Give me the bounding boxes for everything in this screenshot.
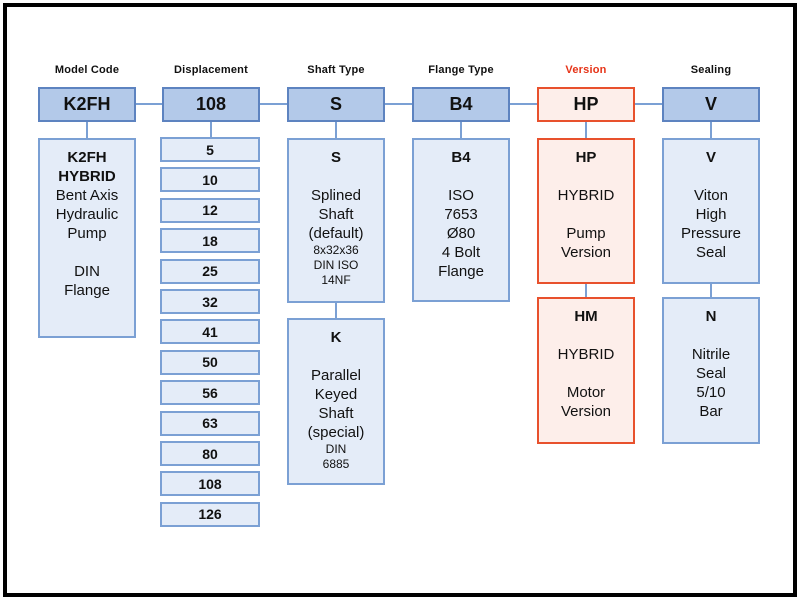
displacement-header-box: 108 <box>162 87 260 122</box>
model-code-body: Bent Axis Hydraulic Pump DIN Flange <box>55 187 119 299</box>
connector-v-displacement <box>210 122 212 138</box>
model-code-title: K2FH HYBRID <box>58 149 116 185</box>
displacement-option: 63 <box>160 410 260 436</box>
sealing-viton-box: V Viton High Pressure Seal <box>662 138 760 284</box>
shaft-keyed-code: K <box>330 329 342 346</box>
shaft-splined-code: S <box>330 149 341 166</box>
connector-v-sealing <box>710 122 712 138</box>
shaft-keyed-standard: DIN 6885 <box>322 442 350 471</box>
version-hm-body: HYBRID Motor Version <box>557 346 615 420</box>
column-label-shaft-type: Shaft Type <box>307 64 365 76</box>
column-label-model-code: Model Code <box>54 64 120 76</box>
connector-h-1 <box>136 103 162 105</box>
connector-v-flange <box>460 122 462 138</box>
connector-h-2 <box>260 103 287 105</box>
displacement-option: 80 <box>160 441 260 466</box>
version-hm-code: HM <box>574 308 598 325</box>
displacement-option: 41 <box>160 319 260 345</box>
connector-v-version-hphm <box>585 284 587 297</box>
displacement-option: 126 <box>160 501 260 527</box>
shaft-keyed-body: Parallel Keyed Shaft (special) <box>307 367 365 441</box>
flange-b4-code: B4 <box>451 149 471 166</box>
sealing-nitrile-code: N <box>705 308 717 325</box>
model-code-header-box: K2FH <box>38 87 136 122</box>
version-header-box: HP <box>537 87 635 122</box>
shaft-splined-body: Splined Shaft (default) <box>308 187 364 242</box>
shaft-keyed-box: K Parallel Keyed Shaft (special) DIN 688… <box>287 318 385 485</box>
connector-v-model <box>86 122 88 138</box>
displacement-option: 18 <box>160 228 260 254</box>
connector-v-shaft <box>335 122 337 138</box>
column-label-flange-type: Flange Type <box>428 64 494 76</box>
displacement-option: 50 <box>160 349 260 375</box>
version-hp-code: HP <box>575 149 597 166</box>
displacement-option: 108 <box>160 471 260 497</box>
sealing-nitrile-body: Nitrile Seal 5/10 Bar <box>691 346 731 420</box>
displacement-option: 10 <box>160 167 260 193</box>
sealing-header-box: V <box>662 87 760 122</box>
displacement-option: 32 <box>160 289 260 314</box>
shaft-splined-standard: 8x32x36 DIN ISO 14NF <box>313 243 359 287</box>
column-label-displacement: Displacement <box>174 64 248 76</box>
sealing-nitrile-box: N Nitrile Seal 5/10 Bar <box>662 297 760 444</box>
sealing-viton-code: V <box>705 149 716 166</box>
displacement-option: 5 <box>160 137 260 162</box>
connector-h-3 <box>385 103 412 105</box>
version-hp-box: HP HYBRID Pump Version <box>537 138 635 284</box>
flange-b4-box: B4 ISO 7653 Ø80 4 Bolt Flange <box>412 138 510 302</box>
model-code-description-box: K2FH HYBRID Bent Axis Hydraulic Pump DIN… <box>38 138 136 338</box>
flange-type-header-box: B4 <box>412 87 510 122</box>
version-hm-box: HM HYBRID Motor Version <box>537 297 635 444</box>
flange-b4-body: ISO 7653 Ø80 4 Bolt Flange <box>438 187 484 280</box>
shaft-splined-box: S Splined Shaft (default) 8x32x36 DIN IS… <box>287 138 385 303</box>
displacement-option: 56 <box>160 380 260 406</box>
connector-h-5 <box>635 103 662 105</box>
sealing-viton-body: Viton High Pressure Seal <box>680 187 742 261</box>
connector-v-version <box>585 122 587 138</box>
column-label-version: Version <box>565 64 607 76</box>
version-hp-body: HYBRID Pump Version <box>557 187 615 261</box>
outer-frame <box>3 3 797 597</box>
displacement-option: 25 <box>160 258 260 284</box>
column-label-sealing: Sealing <box>690 64 732 76</box>
connector-v-shaft-sk <box>335 303 337 318</box>
shaft-type-header-box: S <box>287 87 385 122</box>
connector-h-4 <box>510 103 537 105</box>
connector-v-sealing-vn <box>710 284 712 297</box>
displacement-option: 12 <box>160 197 260 223</box>
